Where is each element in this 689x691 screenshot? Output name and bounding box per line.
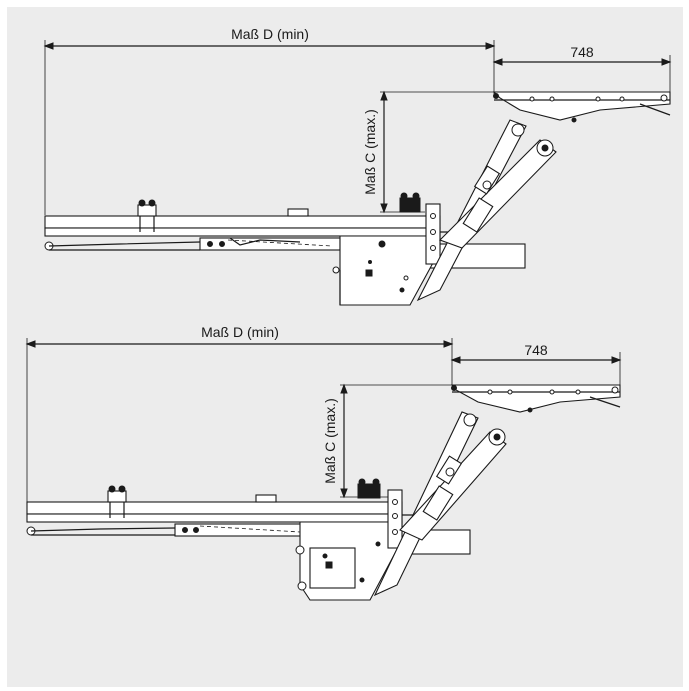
dimension-d-label: Maß D (min) — [231, 26, 309, 42]
boom-upper — [44, 199, 441, 251]
dimension-c-label: Maß C (max.) — [362, 109, 378, 195]
dimension-d-lower: Maß D (min) — [25, 324, 454, 505]
platform-lower — [450, 384, 621, 413]
dimension-width-label: 748 — [570, 44, 594, 60]
diagram-lower: Maß D (min) 748 Maß C (max.) — [25, 324, 622, 601]
dimension-c-label: Maß C (max.) — [322, 398, 338, 484]
dimension-c-upper: Maß C (max.) — [362, 90, 494, 214]
cylinder-lower — [30, 523, 306, 537]
cylinder-upper — [48, 237, 341, 251]
dimension-d-label: Maß D (min) — [201, 324, 279, 340]
platform-upper — [492, 91, 671, 123]
arms-upper — [416, 119, 557, 302]
dimension-d-upper: Maß D (min) — [43, 26, 496, 215]
arms-lower — [373, 411, 507, 597]
diagram-upper: Maß D (min) 748 Maß C (max.) — [43, 26, 672, 306]
dimension-width-lower: 748 — [450, 342, 622, 390]
boom-lower — [26, 485, 403, 536]
dimension-width-upper: 748 — [492, 44, 672, 95]
dimension-width-label: 748 — [524, 342, 548, 358]
mount-plate-upper — [399, 192, 465, 265]
mount-plate-lower — [357, 478, 427, 549]
base-bracket-upper — [332, 235, 526, 306]
